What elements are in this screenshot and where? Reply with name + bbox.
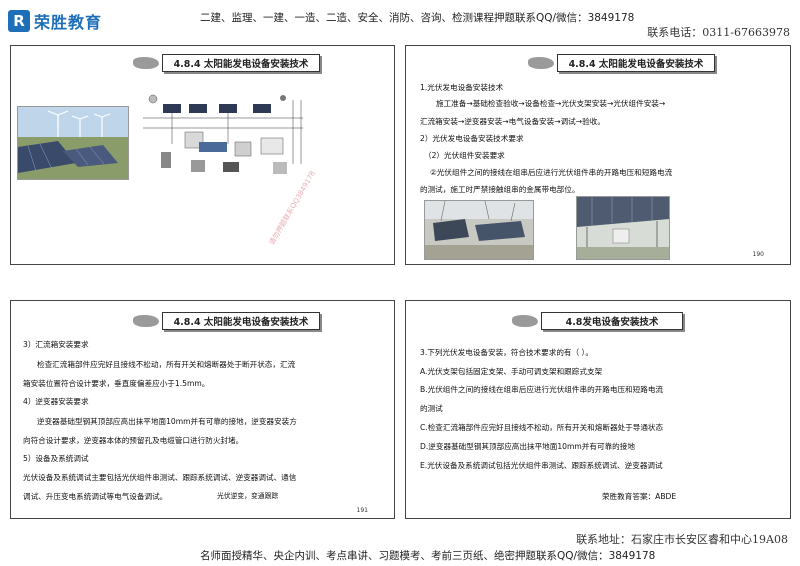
top-banner: 二建、监理、一建、一造、二造、安全、消防、咨询、检测课程押题联系QQ/微信：38… (200, 12, 635, 24)
slide-2-line-1: 1.光伏发电设备安装技术 (420, 83, 504, 92)
header-decor-icon (512, 315, 538, 327)
slide-2-header: 4.8.4 太阳能发电设备安装技术 (528, 54, 715, 72)
slide-3-line-3: 箱安装位置符合设计要求，垂直度偏差应小于1.5mm。 (23, 379, 210, 388)
page-number: 190 (752, 251, 764, 258)
brand-logo: R 荣胜教育 (8, 8, 108, 34)
slide-header-title: 4.8.4 太阳能发电设备安装技术 (557, 54, 715, 72)
header-decor-icon (133, 315, 159, 327)
slide-1: 4.8.4 太阳能发电设备安装技术 (10, 45, 395, 265)
slide-4-header: 4.8发电设备安装技术 (512, 312, 683, 330)
page-number: 191 (356, 507, 368, 514)
option-b: B.光伏组件之间的接线在组串后应进行光伏组件串的开路电压和短路电流 (420, 385, 664, 394)
option-b-cont: 的测试 (420, 404, 443, 413)
option-d: D.逆变器基础型钢其顶部应高出抹平地面10mm并有可靠的接地 (420, 442, 635, 451)
slide-3-line-5: 逆变器基础型钢其顶部应高出抹平地面10mm并有可靠的接地，逆变器安装方 (37, 417, 297, 426)
solar-farm-photo (17, 106, 129, 180)
slide-header-title: 4.8发电设备安装技术 (541, 312, 683, 330)
slide-4: 4.8发电设备安装技术 3.下列光伏发电设备安装，符合技术要求的有（ ）。 A.… (405, 300, 791, 519)
slide-3-line-1: 3）汇流箱安装要求 (23, 340, 89, 349)
contact-address: 联系地址：石家庄市长安区睿和中心19A08 (576, 533, 788, 546)
slide-2: 4.8.4 太阳能发电设备安装技术 1.光伏发电设备安装技术 施工准备→基础检查… (405, 45, 791, 265)
contact-phone: 联系电话：0311-67663978 (647, 26, 790, 39)
slide-3-line-8: 光伏设备及系统调试主要包括光伏组件串测试、跟踪系统调试、逆变器调试、通信 (23, 473, 297, 482)
pv-system-diagram (133, 94, 313, 194)
slide-3-header: 4.8.4 太阳能发电设备安装技术 (133, 312, 320, 330)
slide-header-title: 4.8.4 太阳能发电设备安装技术 (162, 54, 320, 72)
slide-2-line-7: 的测试，施工时严禁接触组串的金属带电部位。 (420, 185, 580, 194)
option-e: E.光伏设备及系统调试包括光伏组件串测试、跟踪系统调试、逆变器调试 (420, 461, 663, 470)
pv-array-photo-2 (576, 196, 670, 260)
slide-2-line-6: ②光伏组件之间的接线在组串后应进行光伏组件串的开路电压和短路电流 (430, 168, 673, 177)
header-decor-icon (528, 57, 554, 69)
header-decor-icon (133, 57, 159, 69)
slide-2-line-2: 施工准备→基础检查验收→设备检查→光伏支架安装→光伏组件安装→ (436, 99, 666, 108)
slide-1-header: 4.8.4 太阳能发电设备安装技术 (133, 54, 320, 72)
slide-2-line-4: 2）光伏发电设备安装技术要求 (420, 134, 524, 143)
slide-3-line-4: 4）逆变器安装要求 (23, 397, 89, 406)
pv-array-photo-1 (424, 200, 534, 260)
slide-3-note: 光伏逆变，变通跟踪 (217, 492, 279, 500)
option-c: C.检查汇流箱部件应完好且接线不松动，所有开关和熔断器处于导通状态 (420, 423, 664, 432)
slide-header-title: 4.8.4 太阳能发电设备安装技术 (162, 312, 320, 330)
slide-2-line-3: 汇流箱安装→逆变器安装→电气设备安装→调试→验收。 (420, 117, 605, 126)
slide-3-line-9: 调试、升压变电系统调试等电气设备调试。 (23, 492, 168, 501)
slide-2-line-5: （2）光伏组件安装要求 (424, 151, 505, 160)
question-stem: 3.下列光伏发电设备安装，符合技术要求的有（ ）。 (420, 348, 593, 357)
slide-3-line-7: 5）设备及系统调试 (23, 454, 89, 463)
answer-label: 荣胜教育答案：ABDE (602, 492, 677, 501)
slide-3-line-2: 检查汇流箱部件应完好且接线不松动，所有开关和熔断器处于断开状态，汇流 (37, 360, 296, 369)
slide-3-line-6: 向符合设计要求，逆变器本体的预留孔及电缆管口进行防火封堵。 (23, 436, 244, 445)
logo-text: 荣胜教育 (34, 13, 103, 32)
slide-3: 4.8.4 太阳能发电设备安装技术 3）汇流箱安装要求 检查汇流箱部件应完好且接… (10, 300, 395, 519)
option-a: A.光伏支架包括固定支架、手动可调支架和跟踪式支架 (420, 367, 603, 376)
logo-mark-icon: R (8, 10, 30, 32)
bottom-banner: 名师面授精华、央企内训、考点串讲、习题模考、考前三页纸、绝密押题联系QQ/微信：… (200, 550, 656, 562)
